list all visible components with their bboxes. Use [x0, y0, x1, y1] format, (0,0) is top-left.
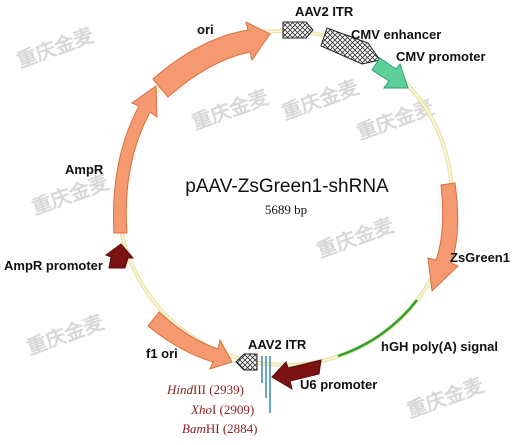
- ampr-arrow: [113, 85, 158, 234]
- label-hgh-polya: hGH poly(A) signal: [381, 339, 498, 354]
- label-ori: ori: [197, 22, 214, 37]
- site-bamhi: BamHI (2884): [182, 421, 257, 436]
- watermark: 重庆金麦: [14, 22, 98, 72]
- label-cmv-promoter: CMV promoter: [396, 49, 486, 64]
- ori-arrow: [152, 21, 271, 98]
- cmv-enhancer-block: [320, 27, 381, 65]
- cmv-promoter-arrow: [371, 57, 409, 89]
- site-hindiii: HindIII (2939): [166, 382, 244, 397]
- aav2-itr-top-block: [282, 21, 314, 39]
- f1-ori-arrow: [147, 311, 233, 370]
- u6-promoter-arrow: [271, 359, 322, 391]
- label-cmv-enhancer: CMV enhancer: [351, 27, 441, 42]
- watermark: 重庆金麦: [354, 94, 438, 144]
- label-ampr-promoter: AmpR promoter: [4, 258, 103, 273]
- watermark: 重庆金麦: [24, 309, 108, 359]
- site-xhoi: XhoI (2909): [190, 402, 254, 417]
- label-u6-promoter: U6 promoter: [300, 377, 377, 392]
- watermark: 重庆金麦: [404, 372, 488, 422]
- plasmid-size: 5689 bp: [265, 202, 307, 217]
- watermark: 重庆金麦: [279, 74, 363, 124]
- restriction-site-lines: [261, 356, 271, 413]
- watermark: 重庆金麦: [189, 84, 273, 134]
- zsgreen1-arrow: [427, 182, 459, 293]
- label-aav2-itr-bottom: AAV2 ITR: [248, 337, 307, 352]
- aav2-itr-bottom-block: [235, 353, 258, 371]
- label-f1-ori: f1 ori: [146, 346, 178, 361]
- ampr-promoter-arrow: [104, 243, 135, 269]
- plasmid-name: pAAV-ZsGreen1-shRNA: [185, 176, 389, 197]
- label-zsgreen1: ZsGreen1: [450, 250, 510, 265]
- label-ampr: AmpR: [65, 162, 104, 177]
- label-aav2-itr-top: AAV2 ITR: [295, 4, 354, 19]
- hgh-polya-line: [337, 299, 418, 358]
- watermark: 重庆金麦: [314, 212, 398, 262]
